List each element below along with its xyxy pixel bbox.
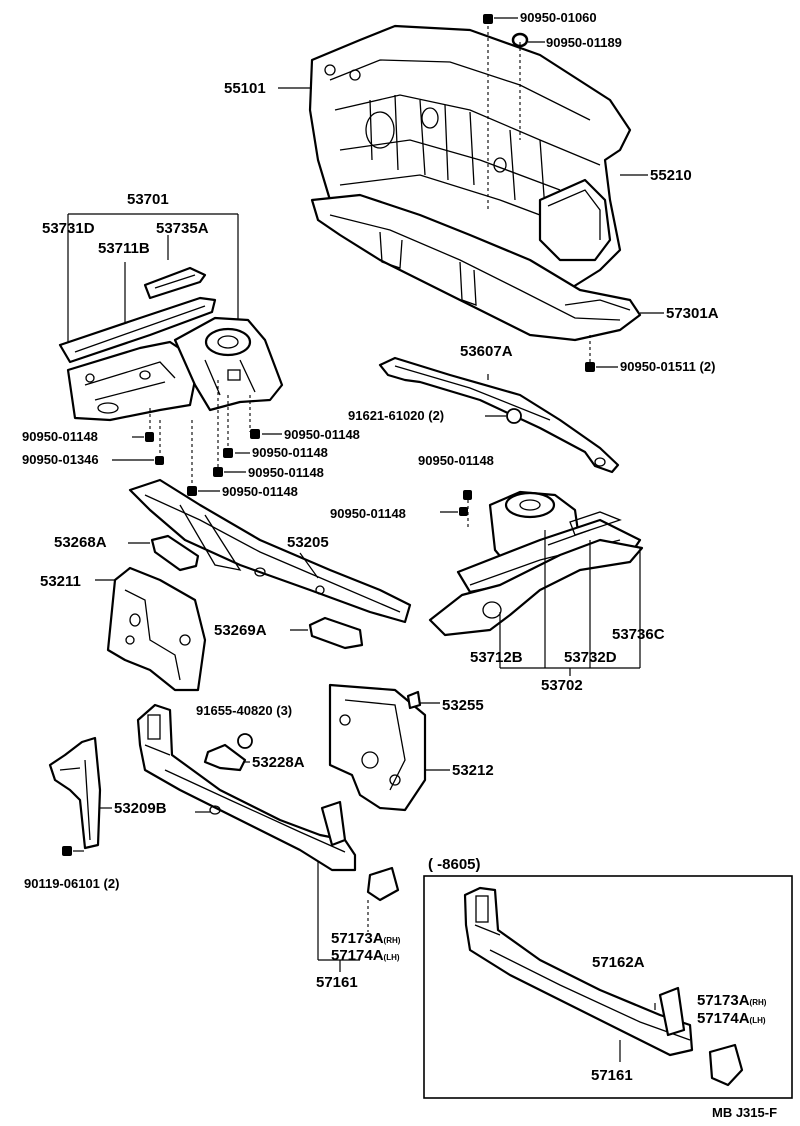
label-91621-61020: 91621-61020 (2) (348, 408, 445, 423)
label-53255: 53255 (442, 697, 484, 714)
fasteners-lh-apron (112, 380, 282, 496)
diagram-code: MB J315-F (712, 1105, 778, 1120)
label-57173A-2: 57173A(RH) (697, 992, 767, 1009)
label-90950-01511: 90950-01511 (2) (620, 359, 716, 374)
fasteners-top (278, 14, 664, 372)
cowl-panel-57301A (310, 193, 642, 342)
label-53711B: 53711B (98, 240, 150, 257)
label-90950-01148-b: 90950-01148 (284, 427, 360, 442)
label-90950-01148-e: 90950-01148 (248, 465, 324, 480)
radiator-support-lower-57161 (136, 703, 400, 972)
bracket-53228A (203, 733, 253, 772)
label-90950-01148-f: 90950-01148 (222, 484, 298, 499)
radiator-support-upper-53205 (128, 478, 412, 624)
label-53209B: 53209B (114, 800, 167, 817)
label-53228A: 53228A (252, 754, 305, 771)
label-91655-40820: 91655-40820 (3) (196, 703, 293, 718)
label-57174A-2: 57174A(LH) (697, 1010, 766, 1027)
label-90950-01148-g: 90950-01148 (330, 506, 406, 521)
inset-title: ( -8605) (428, 856, 481, 873)
label-53607A: 53607A (460, 343, 513, 360)
label-57161-2: 57161 (591, 1067, 633, 1084)
label-53702: 53702 (541, 677, 583, 694)
label-90950-01189: 90950-01189 (546, 35, 622, 50)
apron-lh-53701 (58, 213, 284, 422)
label-55101: 55101 (224, 80, 266, 97)
label-53732D: 53732D (564, 649, 617, 666)
label-90950-01148-a: 90950-01148 (22, 429, 98, 444)
label-90950-01148-c: 90950-01148 (252, 445, 328, 460)
radiator-side-support-53212 (328, 683, 450, 812)
label-57174A-1: 57174A(LH) (331, 947, 400, 964)
label-53212: 53212 (452, 762, 494, 779)
label-90950-01148-d: 90950-01148 (418, 453, 494, 468)
brace-53607A (378, 356, 620, 474)
label-53735A: 53735A (156, 220, 209, 237)
label-53268A: 53268A (54, 534, 107, 551)
label-57301A: 57301A (666, 305, 719, 322)
bracket-53269A (290, 616, 364, 650)
inset-frame (423, 875, 793, 1099)
label-53701: 53701 (127, 191, 169, 208)
label-57162A: 57162A (592, 954, 645, 971)
label-57173A-1: 57173A(RH) (331, 930, 401, 947)
label-53211: 53211 (40, 573, 81, 590)
label-57161-1: 57161 (316, 974, 358, 991)
label-55210: 55210 (650, 167, 692, 184)
label-53269A: 53269A (214, 622, 267, 639)
label-53205: 53205 (287, 534, 329, 551)
bracket-53268A (128, 534, 200, 572)
label-53736C: 53736C (612, 626, 665, 643)
radiator-side-support-53211 (95, 566, 207, 692)
label-53712B: 53712B (470, 649, 523, 666)
bracket-53209B (48, 736, 112, 856)
apron-rh-53702 (428, 490, 644, 676)
label-53731D: 53731D (42, 220, 95, 237)
label-90119-06101: 90119-06101 (2) (24, 876, 120, 891)
fasteners-rh-apron (440, 490, 472, 530)
label-90950-01346: 90950-01346 (22, 452, 99, 467)
label-90950-01060: 90950-01060 (520, 10, 597, 25)
